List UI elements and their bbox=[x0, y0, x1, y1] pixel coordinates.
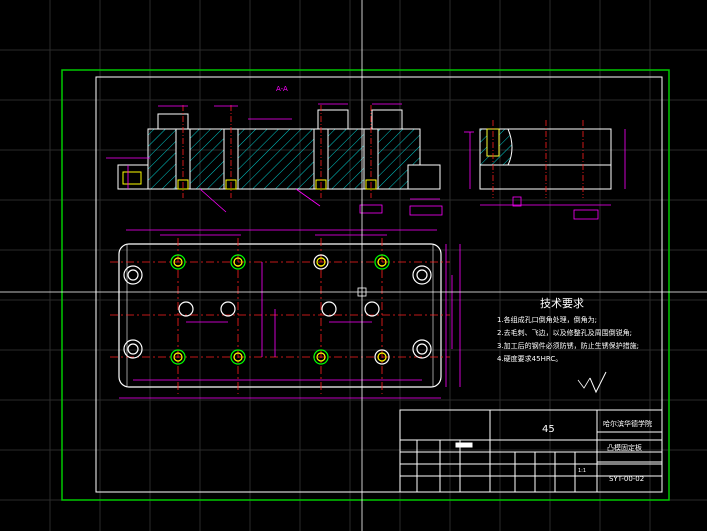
tech-requirement-item: 4.硬度要求45HRC。 bbox=[497, 354, 562, 363]
outer-border-frame bbox=[61, 69, 670, 501]
tech-requirement-item: 1.各组成孔口倒角处理，倒角为; bbox=[497, 315, 597, 324]
tech-requirements-title: 技术要求 bbox=[540, 297, 584, 310]
part-name: 凸模固定板 bbox=[607, 443, 642, 452]
tech-requirement-item: 3.加工后的钢件必须防锈，防止生锈保护措施; bbox=[497, 341, 639, 350]
material-value: 45 bbox=[542, 424, 555, 435]
school-name: 哈尔滨华德学院 bbox=[603, 419, 652, 428]
side-view bbox=[464, 120, 626, 220]
inner-border-frame bbox=[95, 76, 663, 493]
scale-value: 1:1 bbox=[578, 468, 586, 474]
section-view-a-a: A-A bbox=[106, 85, 443, 216]
tech-requirement-item: 2.去毛刺、飞边，以及修整孔及周围倒锐角; bbox=[497, 328, 632, 337]
drawing-number: SYT-00-02 bbox=[609, 475, 644, 483]
title-block bbox=[399, 409, 663, 493]
section-label: A-A bbox=[276, 85, 288, 93]
tech-requirements: 技术要求 1.各组成孔口倒角处理，倒角为; 2.去毛刺、飞边，以及修整孔及周围倒… bbox=[497, 297, 639, 394]
